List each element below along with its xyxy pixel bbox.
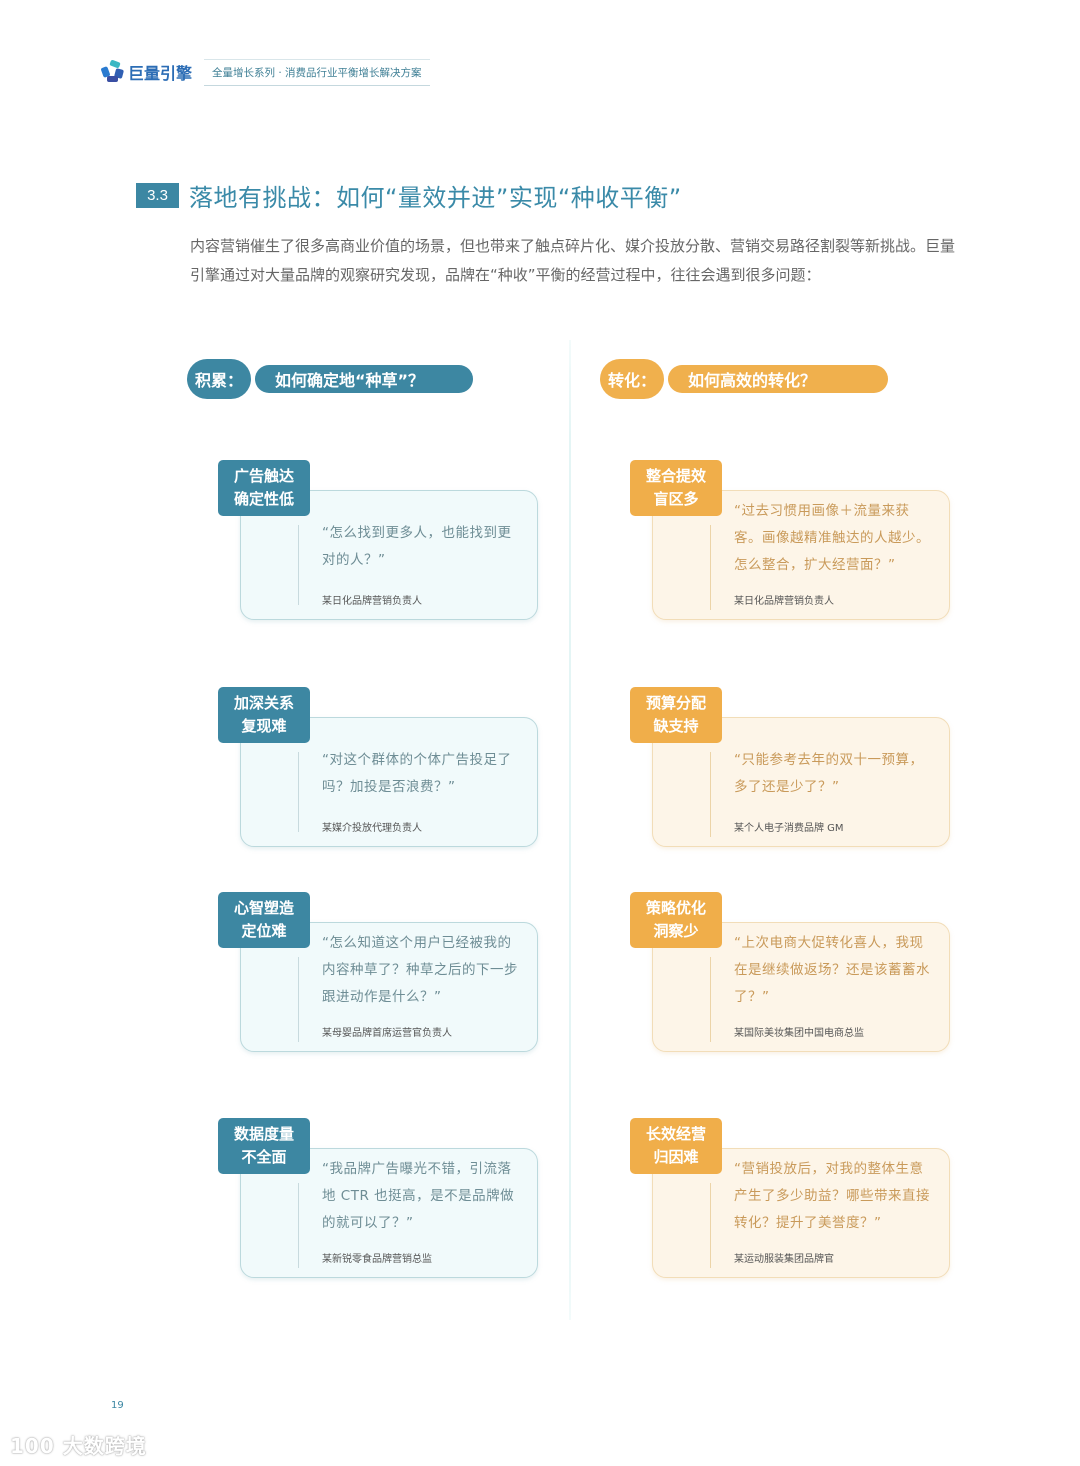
left-column-heading: 积累： 如何确定地“种草”？ [187,359,473,399]
challenge-card: 策略优化 洞察少 “上次电商大促转化喜人，我现在是继续做返场？还是该蓄蓄水了？”… [630,892,950,1062]
card-tag: 预算分配 缺支持 [630,687,722,743]
tag-line: 策略优化 [645,899,706,917]
tag-line: 长效经营 [645,1125,706,1143]
card-author: 某日化品牌营销负责人 [734,596,834,607]
right-column-question: 如何高效的转化？ [668,365,888,393]
challenge-card: 数据度量 不全面 “我品牌广告曝光不错，引流落地 CTR 也挺高，是不是品牌做的… [218,1118,538,1288]
left-column-label: 积累： [187,359,251,399]
page-header: 巨量引擎 全量增长系列 · 消费品行业平衡增长解决方案 [100,58,430,86]
tag-line: 洞察少 [653,922,699,940]
tag-line: 预算分配 [645,694,706,712]
card-tag: 心智塑造 定位难 [218,892,310,948]
card-quote: “上次电商大促转化喜人，我现在是继续做返场？还是该蓄蓄水了？” [734,935,930,1005]
tag-line: 数据度量 [233,1125,294,1143]
card-tag: 整合提效 盲区多 [630,460,722,516]
challenge-card: 加深关系 复现难 “对这个群体的个体广告投足了吗？加投是否浪费？” 某媒介投放代… [218,687,538,857]
tag-line: 定位难 [241,922,287,940]
section-heading: 落地有挑战：如何“量效并进”实现“种收平衡” [189,184,682,212]
tag-line: 整合提效 [645,467,706,485]
intro-paragraph: 内容营销催生了很多高商业价值的场景，但也带来了触点碎片化、媒介投放分散、营销交易… [190,237,956,284]
card-quote: “怎么找到更多人，也能找到更对的人？” [322,525,512,568]
logo-icon [100,59,125,83]
tag-line: 缺支持 [653,717,699,735]
card-quote: “对这个群体的个体广告投足了吗？加投是否浪费？” [322,752,512,795]
left-column-question: 如何确定地“种草”？ [255,365,473,393]
page-number: 19 [111,1400,124,1411]
quote-divider [710,1183,711,1268]
tag-line: 归因难 [653,1148,699,1166]
challenge-card: 心智塑造 定位难 “怎么知道这个用户已经被我的内容种草了？种草之后的下一步跟进动… [218,892,538,1062]
header-subtitle: 全量增长系列 · 消费品行业平衡增长解决方案 [204,58,430,86]
tag-line: 盲区多 [653,490,699,508]
tag-line: 不全面 [241,1148,287,1166]
card-tag: 广告触达 确定性低 [218,460,310,516]
logo-text: 巨量引擎 [128,64,193,83]
quote-divider [710,957,711,1042]
quote-divider [298,957,299,1042]
card-quote: “营销投放后，对我的整体生意产生了多少助益？哪些带来直接转化？提升了美誉度？” [734,1161,930,1231]
card-author: 某运动服装集团品牌官 [734,1254,834,1265]
quote-divider [298,525,299,605]
center-divider [569,340,571,1320]
tag-line: 加深关系 [233,694,294,712]
section-number: 3.3 [136,183,179,208]
card-tag: 策略优化 洞察少 [630,892,722,948]
watermark: 100 大数跨境 [10,1434,147,1458]
challenge-card: 整合提效 盲区多 “过去习惯用画像＋流量来获客。画像越精准触达的人越少。怎么整合… [630,460,950,630]
tag-line: 确定性低 [233,490,294,508]
card-author: 某国际美妆集团中国电商总监 [734,1028,864,1039]
card-author: 某新锐零食品牌营销总监 [322,1254,432,1265]
card-quote: “我品牌广告曝光不错，引流落地 CTR 也挺高，是不是品牌做的就可以了？” [322,1161,515,1231]
right-column-heading: 转化： 如何高效的转化？ [600,359,888,399]
card-author: 某媒介投放代理负责人 [322,823,422,834]
card-quote: “只能参考去年的双十一预算，多了还是少了？” [734,752,924,795]
card-tag: 长效经营 归因难 [630,1118,722,1174]
tag-line: 心智塑造 [233,899,294,917]
card-author: 某个人电子消费品牌 GM [734,823,844,834]
card-author: 某母婴品牌首席运营官负责人 [322,1028,452,1039]
quote-divider [298,752,299,832]
card-quote: “过去习惯用画像＋流量来获客。画像越精准触达的人越少。怎么整合，扩大经营面？” [734,503,930,573]
card-tag: 数据度量 不全面 [218,1118,310,1174]
quote-divider [710,752,711,837]
challenge-card: 预算分配 缺支持 “只能参考去年的双十一预算，多了还是少了？” 某个人电子消费品… [630,687,950,857]
tag-line: 广告触达 [233,467,294,485]
quote-divider [710,525,711,610]
card-author: 某日化品牌营销负责人 [322,596,422,607]
card-tag: 加深关系 复现难 [218,687,310,743]
card-quote: “怎么知道这个用户已经被我的内容种草了？种草之后的下一步跟进动作是什么？” [322,935,518,1005]
quote-divider [298,1183,299,1268]
section-title: 3.3 落地有挑战：如何“量效并进”实现“种收平衡” [136,178,682,213]
tag-line: 复现难 [241,717,287,735]
challenge-card: 广告触达 确定性低 “怎么找到更多人，也能找到更对的人？” 某日化品牌营销负责人 [218,460,538,630]
challenge-card: 长效经营 归因难 “营销投放后，对我的整体生意产生了多少助益？哪些带来直接转化？… [630,1118,950,1288]
right-column-label: 转化： [600,359,664,399]
